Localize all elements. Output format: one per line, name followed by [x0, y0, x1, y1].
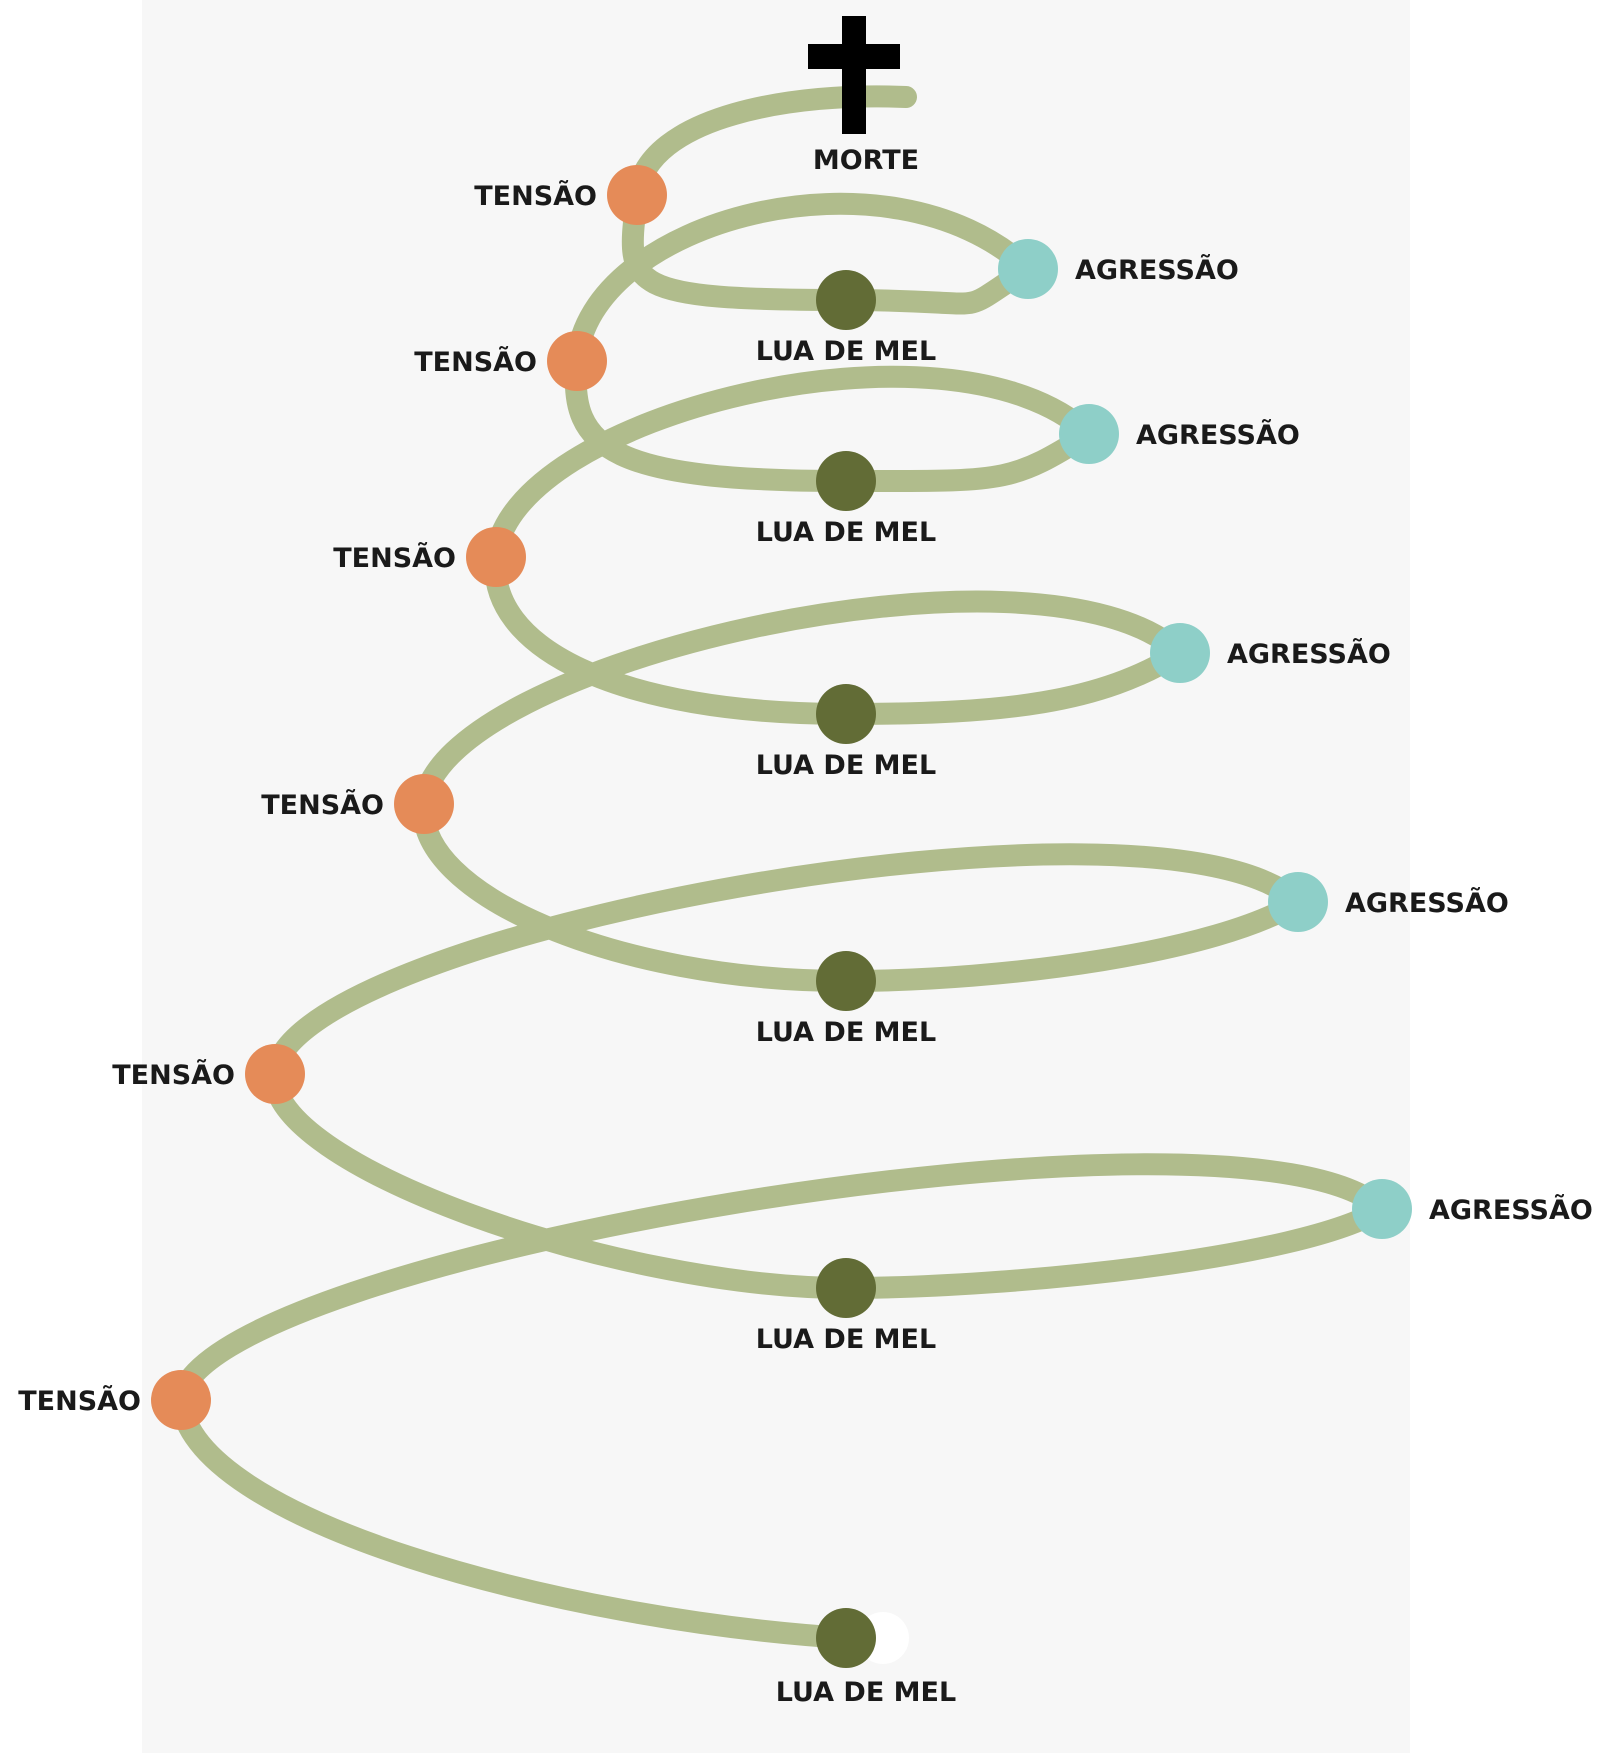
honeymoon-label: LUA DE MEL: [756, 750, 936, 781]
honeymoon-node: [816, 270, 876, 330]
aggression-label: AGRESSÃO: [1075, 254, 1239, 286]
aggression-node: [998, 239, 1058, 299]
aggression-node: [1352, 1179, 1412, 1239]
tension-label: TENSÃO: [18, 1385, 141, 1417]
spiral-path: [169, 85, 1401, 1649]
honeymoon-node: [816, 951, 876, 1011]
tension-label: TENSÃO: [474, 180, 597, 212]
honeymoon-node: [816, 1608, 876, 1668]
aggression-node: [1059, 404, 1119, 464]
tension-node: [466, 527, 526, 587]
cross-icon: [808, 16, 900, 134]
tension-node: [547, 331, 607, 391]
tension-node: [394, 774, 454, 834]
honeymoon-label: LUA DE MEL: [756, 336, 936, 367]
tension-node: [151, 1370, 211, 1430]
aggression-node: [1150, 623, 1210, 683]
aggression-label: AGRESSÃO: [1136, 419, 1300, 451]
tension-label: TENSÃO: [414, 346, 537, 378]
honeymoon-label: LUA DE MEL: [756, 1017, 936, 1048]
honeymoon-label: LUA DE MEL: [776, 1677, 956, 1708]
tension-label: TENSÃO: [261, 789, 384, 821]
end-label: MORTE: [813, 145, 919, 176]
aggression-label: AGRESSÃO: [1227, 638, 1391, 670]
aggression-node: [1268, 872, 1328, 932]
tension-label: TENSÃO: [333, 542, 456, 574]
honeymoon-node: [816, 684, 876, 744]
aggression-label: AGRESSÃO: [1345, 887, 1509, 919]
honeymoon-label: LUA DE MEL: [756, 517, 936, 548]
tension-node: [245, 1044, 305, 1104]
honeymoon-node: [816, 1258, 876, 1318]
aggression-label: AGRESSÃO: [1429, 1194, 1593, 1226]
tension-node: [607, 165, 667, 225]
tension-label: TENSÃO: [112, 1059, 235, 1091]
honeymoon-label: LUA DE MEL: [756, 1324, 936, 1355]
honeymoon-node: [816, 451, 876, 511]
